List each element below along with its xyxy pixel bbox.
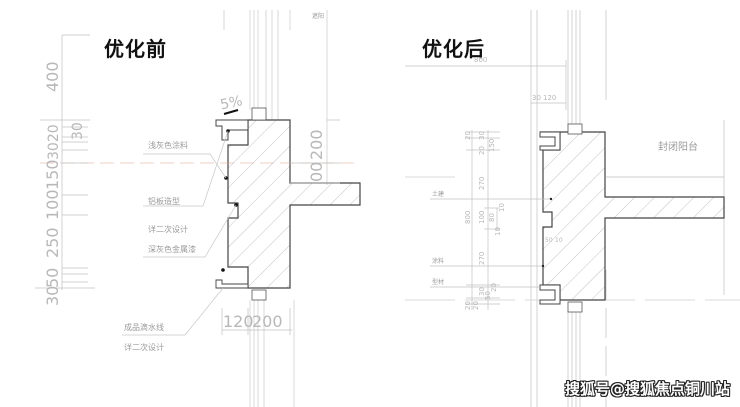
before-right-dim-200: 200 <box>307 129 326 160</box>
before-dim-250: 250 <box>43 227 62 258</box>
watermark: 搜狐号@搜狐焦点铜川站 <box>564 380 730 398</box>
after-dim-30b: 30 <box>478 287 486 296</box>
after-dim-20a: 20 <box>464 131 472 140</box>
before-dim-100: 100 <box>43 189 62 220</box>
after-dim-80: 80 <box>488 213 496 222</box>
before-dim-150: 150 <box>43 159 62 190</box>
before-dim-200: 200 <box>252 312 283 331</box>
after-top-profile <box>539 131 561 151</box>
before-label-0: 浅灰色涂料 <box>148 140 188 150</box>
after-label-coating: 涂料 <box>432 257 444 265</box>
before-dim-400: 400 <box>43 61 62 92</box>
before-concrete-body <box>227 119 361 289</box>
before-label-4: 成品滴水线 <box>124 322 164 332</box>
after-small-dim-50: 50 <box>545 237 553 244</box>
before-dim-30a: 30 <box>70 122 86 140</box>
before-drawing: 遮阳 5% 浅灰色涂料 铝板造型 详二次设计 深灰色金属漆 成品 <box>35 10 361 407</box>
after-dim-50: 50 <box>484 291 492 300</box>
after-window-sill-top <box>567 123 583 135</box>
after-anchor-dots <box>541 197 553 268</box>
before-drip-line <box>215 279 249 289</box>
before-slope-arrow <box>223 109 239 115</box>
after-dim-150: 150 <box>488 139 496 152</box>
before-right-dim <box>290 119 340 184</box>
after-dim-chain <box>466 130 500 310</box>
after-label-profile: 型材 <box>432 278 444 286</box>
before-window-sill-top <box>251 107 267 121</box>
after-dim-20d: 20 <box>490 283 498 292</box>
after-dim-270b: 270 <box>478 252 486 265</box>
after-dim-20b: 20 <box>478 146 486 155</box>
after-dim-270a: 270 <box>478 177 486 190</box>
before-right-dim-00: 00 <box>307 162 326 182</box>
before-dim-120: 120 <box>223 312 254 331</box>
before-top-nosing <box>215 119 249 141</box>
after-dim-120-top: 120 <box>543 94 556 102</box>
after-label-civil: 土建 <box>432 190 444 198</box>
after-top-dims <box>405 60 567 110</box>
after-dim-800: 800 <box>464 211 472 224</box>
after-bottom-profile <box>539 284 561 305</box>
after-dim-20c: 20 <box>464 301 472 310</box>
before-dim-30b: 30 <box>43 286 62 306</box>
after-leaders <box>430 198 550 288</box>
after-dim-30a: 30 <box>478 131 486 140</box>
before-title: 优化前 <box>104 37 167 61</box>
after-window-sill-bottom <box>567 301 583 313</box>
after-drawing: 封闭阳台 800 30 120 20 30 150 20 270 8 <box>405 10 740 407</box>
before-label-2: 详二次设计 <box>148 224 188 234</box>
after-concrete-body <box>540 131 725 301</box>
before-top-note: 遮阳 <box>312 12 324 20</box>
after-room-label: 封闭阳台 <box>658 140 698 153</box>
before-dim-stack-1: 3020 <box>46 124 62 160</box>
before-dim-50: 50 <box>43 268 62 288</box>
after-title: 优化后 <box>422 37 485 61</box>
after-dim-100: 100 <box>478 211 486 224</box>
after-dim-30-top: 30 <box>532 94 541 102</box>
after-dim-20e: 20 <box>472 301 480 310</box>
after-dim-10a: 10 <box>498 203 506 212</box>
before-window-sill-bottom <box>251 289 267 301</box>
after-dim-800-top: 800 <box>474 56 487 64</box>
before-label-1: 铝板造型 <box>148 196 180 206</box>
after-small-dim-10: 10 <box>555 237 563 244</box>
before-label-5: 详二次设计 <box>124 342 164 352</box>
after-dim-10b: 10 <box>494 227 502 236</box>
before-bottom-dim <box>221 308 292 335</box>
before-window-frame <box>223 10 328 407</box>
after-window-frame <box>530 10 725 407</box>
before-slope-label: 5% <box>219 93 244 113</box>
before-label-3: 深灰色金属漆 <box>148 244 196 254</box>
before-dim-chain <box>35 34 95 290</box>
before-leaders <box>122 130 237 336</box>
